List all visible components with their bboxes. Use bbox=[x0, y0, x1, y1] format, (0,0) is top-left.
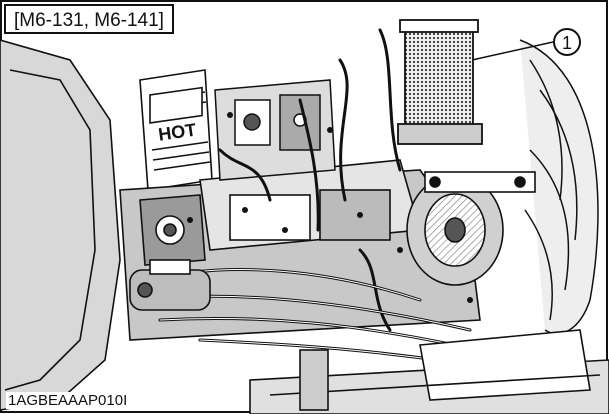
heat-shield bbox=[139, 69, 213, 191]
injection-pump bbox=[214, 79, 336, 181]
starter-motor bbox=[129, 259, 211, 311]
frame-rails bbox=[249, 329, 609, 414]
callout-number-1: 1 bbox=[553, 28, 581, 56]
alternator bbox=[406, 171, 536, 286]
bolts bbox=[187, 112, 473, 303]
model-label: [M6-131, M6-141] bbox=[4, 4, 174, 34]
callout-leader-line bbox=[471, 41, 554, 61]
radiator-fan bbox=[519, 39, 599, 335]
image-code: 1AGBEAAAP010I bbox=[6, 392, 130, 409]
fuel-filter bbox=[397, 19, 483, 145]
